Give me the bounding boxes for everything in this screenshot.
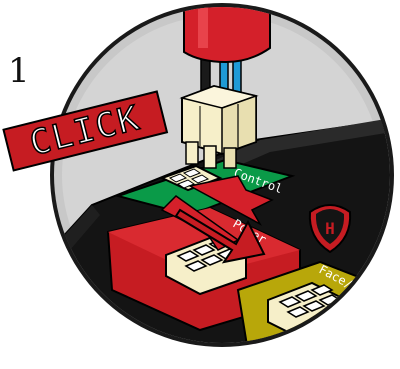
control-socket — [159, 164, 223, 192]
step-number: 1 — [8, 51, 30, 91]
plug-housing — [183, 7, 271, 64]
shield-logo-icon: H — [308, 204, 352, 254]
logo-letter: H — [325, 219, 335, 238]
power-socket — [165, 236, 247, 296]
plug-connector — [179, 84, 259, 169]
insert-arrow-icon — [160, 175, 274, 264]
scene: Control Power Face/ — [59, 7, 390, 343]
